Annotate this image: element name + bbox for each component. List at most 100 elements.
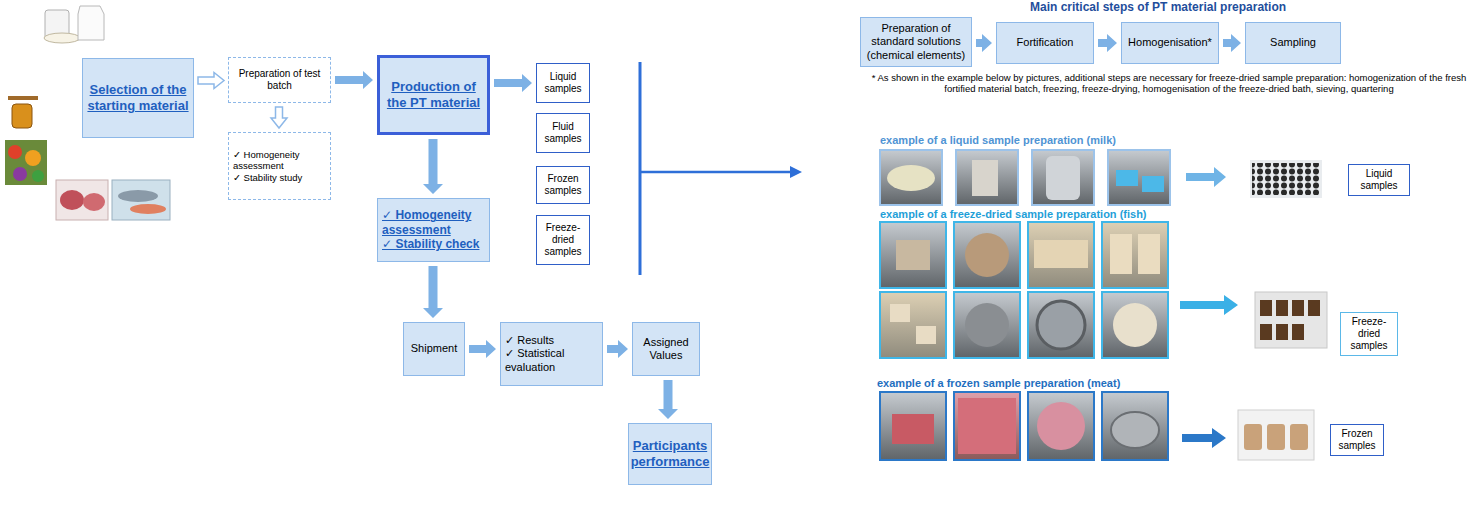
process-box: Assigned Values [632,322,700,376]
product-detail [1292,300,1304,316]
node-text: ✓ Stability check [382,237,479,251]
sample-box: Liquid samples [1348,164,1410,196]
block-arrow [198,73,224,89]
product-detail [1276,324,1288,340]
photo [1032,150,1094,205]
node-text: Liquid samples [1353,168,1405,192]
milk-bowl [44,33,80,43]
diagram-title: Main critical steps of PT material prepa… [1030,0,1286,14]
step-box: Fortification [996,22,1094,64]
node-text: Assigned Values [637,336,695,362]
photo [1102,292,1168,358]
process-box: Participants performance [628,423,712,485]
node-text: Production of the PT material [384,79,483,110]
sample-box: Freeze-dried samples [1340,312,1398,356]
photo [954,222,1020,288]
node-text: Participants performance [631,438,710,469]
product-detail [1267,424,1285,450]
photo [1028,222,1094,288]
block-arrow [494,74,532,92]
node-text: ✓ Statistical evaluation [505,347,598,373]
sample-box: Fluid samples [536,113,590,153]
test-batch-box: Preparation of test batch [228,57,331,103]
product-detail [1292,324,1304,340]
node-text: ✓ Results [505,334,554,347]
photo-detail [1110,234,1132,274]
sample-box: Liquid samples [536,63,590,103]
row-arrow [1182,428,1226,448]
node-text: ✓ Homogeneity assessment [233,149,326,172]
block-arrow [658,380,678,419]
example-heading: example of a frozen sample preparation (… [877,377,1277,390]
photo-detail [1046,156,1080,200]
block-arrow [335,71,373,89]
honey-dipper [8,96,38,100]
photo [880,150,942,205]
footnote: * As shown in the example below by pictu… [858,72,1480,95]
photo-detail [890,304,910,322]
photo-detail [1037,301,1085,349]
vegetables [5,140,47,185]
photo-detail [965,303,1009,347]
bracket-arrow [640,171,792,174]
vegetable [8,145,22,159]
sample-box: Frozen samples [536,166,590,204]
photo [880,392,946,460]
photo-detail [1037,402,1085,450]
block-arrow [976,34,992,52]
photo [1102,222,1168,288]
product-photo [1238,410,1314,460]
bracket-arrow-head [790,166,802,178]
node-text: Sampling [1270,36,1316,49]
fish-picture [112,180,170,220]
row-arrow [1186,167,1226,187]
vegetable [32,170,44,182]
product-detail [1290,424,1308,450]
photo-detail [892,414,934,444]
photo [1108,150,1170,205]
meat-piece [60,190,84,210]
node-text: Frozen samples [541,173,585,197]
node-text: ✓ Stability study [233,172,302,183]
block-arrow [469,340,496,358]
bracket-line [639,62,642,275]
photo-detail [916,326,936,344]
node-text: Preparation of standard solutions (chemi… [865,22,967,62]
photo [1028,292,1094,358]
node-text: Fluid samples [541,121,585,145]
row-arrow [1180,295,1238,315]
fish [130,204,166,214]
node-text: ✓ Homogeneity assessment [382,208,485,237]
node-text: Homogenisation* [1128,36,1212,49]
block-arrow [607,340,628,358]
step-box: Preparation of standard solutions (chemi… [860,17,972,67]
photo [880,222,946,288]
block-arrow [423,266,443,318]
milk-jug [78,6,104,40]
process-box: Shipment [403,322,465,376]
node-text: Selection of the starting material [87,82,189,113]
photo-detail [1111,412,1159,448]
node-text: Freeze-dried samples [541,222,585,258]
product-photo [1255,292,1327,348]
vegetable [13,167,27,181]
honey-jar [12,104,32,128]
node-text: Shipment [411,342,457,355]
node-text: Frozen samples [1335,428,1379,452]
node-text: Liquid samples [541,71,585,95]
fish [118,190,158,202]
product-photo [1250,160,1322,198]
checklist-box: ✓ Results✓ Statistical evaluation [500,322,603,386]
meat-picture [56,180,108,220]
node-text: Fortification [1017,36,1074,49]
checklist-box: ✓ Homogeneity assessment✓ Stability stud… [228,132,331,200]
sample-box: Freeze-dried samples [536,215,590,265]
photo-detail [1034,240,1088,268]
step-box: Sampling [1245,22,1341,64]
photo [954,392,1020,460]
example-heading: example of a freeze-dried sample prepara… [880,208,1280,221]
node-text: Preparation of test batch [233,68,326,92]
product-detail [1260,300,1272,316]
block-arrow [271,107,287,128]
product-detail [1276,300,1288,316]
